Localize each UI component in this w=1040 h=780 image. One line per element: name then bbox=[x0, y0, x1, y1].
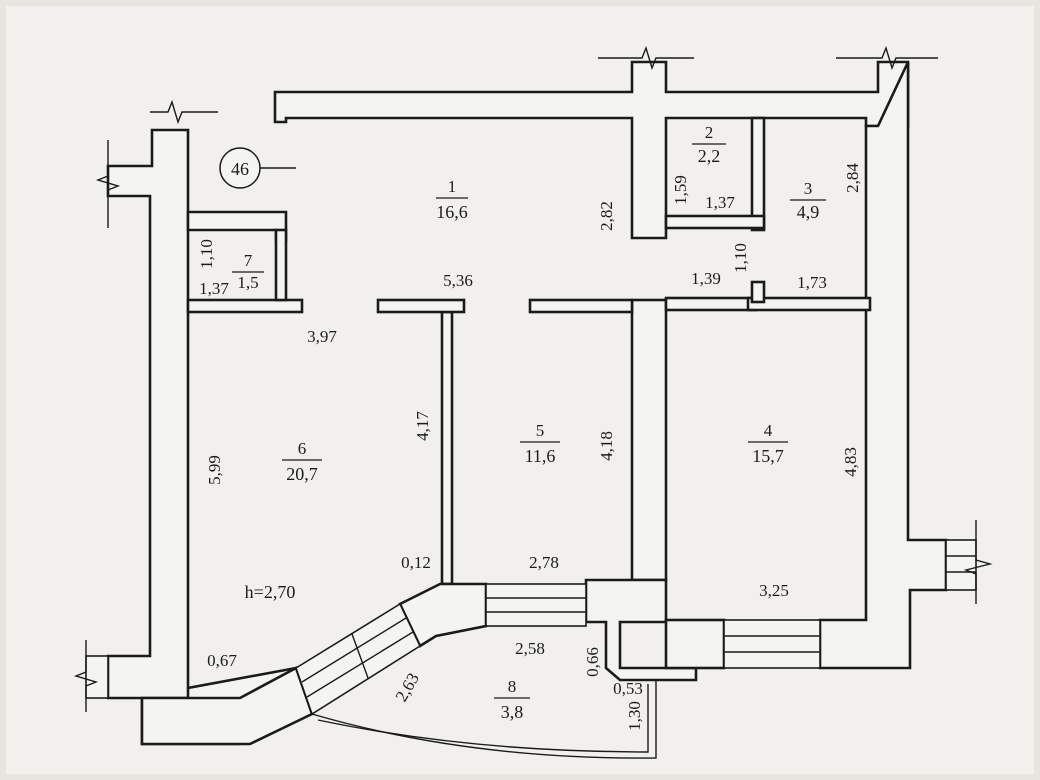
dim-balcony-width: 2,58 bbox=[515, 639, 545, 658]
break-mark-left bbox=[95, 140, 121, 228]
dim-balcony-corner: 0,67 bbox=[207, 651, 237, 670]
wall-r3-stub bbox=[750, 280, 766, 304]
wall-r2-r3 bbox=[750, 116, 766, 232]
dim-r6-width: 3,97 bbox=[307, 327, 337, 346]
room-8-area: 3,8 bbox=[501, 702, 524, 722]
dim-r3-width: 1,73 bbox=[797, 273, 827, 292]
room-3-number: 3 bbox=[804, 179, 813, 198]
room-6-area: 20,7 bbox=[286, 464, 318, 484]
ceiling-height-label: h=2,70 bbox=[245, 582, 296, 602]
apartment-number-marker: 46 bbox=[219, 147, 296, 189]
room-1-area: 16,6 bbox=[436, 202, 468, 222]
dim-wall-offset: 0,12 bbox=[401, 553, 431, 572]
room-3-area: 4,9 bbox=[797, 202, 820, 222]
wall-r6-r5 bbox=[440, 310, 454, 586]
wall-bottom-slant bbox=[140, 666, 314, 746]
dim-balcony-step: 0,66 bbox=[583, 647, 602, 677]
room-5-number: 5 bbox=[536, 421, 545, 440]
room-7-number: 7 bbox=[244, 251, 253, 270]
wall-r4-bottom-left bbox=[664, 618, 726, 670]
break-mark-top-right bbox=[836, 45, 938, 71]
room-7-label: 7 1,5 bbox=[232, 251, 264, 292]
wall-right bbox=[818, 61, 948, 670]
dim-r3-height: 2,84 bbox=[843, 163, 862, 193]
dim-r2-width: 1,37 bbox=[705, 193, 735, 212]
dim-r4-height: 4,83 bbox=[841, 447, 860, 477]
wall-r1-bottom-c bbox=[528, 298, 634, 314]
room-5-label: 5 11,6 bbox=[520, 421, 560, 466]
dim-r7-width: 1,37 bbox=[199, 279, 229, 298]
wall-r7-right bbox=[274, 228, 288, 302]
room-6-number: 6 bbox=[298, 439, 307, 458]
room-5-area: 11,6 bbox=[525, 446, 556, 466]
room-1-label: 1 16,6 bbox=[436, 177, 468, 222]
window-r4 bbox=[723, 619, 821, 669]
dim-r5-width: 2,78 bbox=[529, 553, 559, 572]
room-4-number: 4 bbox=[764, 421, 773, 440]
window-left-side bbox=[85, 655, 109, 699]
break-mark-top-mid bbox=[598, 45, 694, 71]
room-2-number: 2 bbox=[705, 123, 714, 142]
balcony-outline-inner bbox=[317, 684, 649, 753]
window-right-side bbox=[945, 539, 977, 591]
room-3-label: 3 4,9 bbox=[790, 179, 826, 222]
wall-r2-bottom bbox=[664, 214, 766, 230]
room-4-area: 15,7 bbox=[752, 446, 784, 466]
wall-r1-bottom-b bbox=[376, 298, 466, 314]
room-6-label: 6 20,7 bbox=[282, 439, 322, 484]
dim-r1-height: 2,82 bbox=[597, 201, 616, 231]
dim-r6-height: 5,99 bbox=[205, 455, 224, 485]
break-mark-left-bottom bbox=[73, 640, 99, 712]
dim-hall-height: 1,10 bbox=[731, 243, 750, 273]
wall-r4-top-a bbox=[664, 296, 758, 312]
wall-r5-r4 bbox=[630, 298, 668, 582]
room-7-area: 1,5 bbox=[237, 273, 258, 292]
wall-r5-bottom-right bbox=[584, 578, 698, 682]
dim-r5-height: 4,18 bbox=[597, 431, 616, 461]
room-8-number: 8 bbox=[508, 677, 517, 696]
room-8-label: 8 3,8 bbox=[494, 677, 530, 722]
dim-balcony-edge: 0,53 bbox=[613, 679, 643, 698]
window-balcony-slant bbox=[295, 602, 422, 716]
dim-r7-height: 1,10 bbox=[197, 239, 216, 269]
balcony-outline bbox=[311, 680, 657, 759]
dim-r2-height: 1,59 bbox=[671, 175, 690, 205]
dim-r6-partition: 4,17 bbox=[413, 411, 432, 441]
dim-balcony-depth: 1,30 bbox=[625, 701, 644, 731]
break-mark-top-left bbox=[150, 99, 218, 125]
dim-hall-width: 1,39 bbox=[691, 269, 721, 288]
apartment-number: 46 bbox=[231, 159, 249, 179]
wall-r1-bottom-a bbox=[186, 298, 304, 314]
dim-r4-width: 3,25 bbox=[759, 581, 789, 600]
window-r5 bbox=[485, 583, 587, 627]
dim-r1-width: 5,36 bbox=[443, 271, 473, 290]
room-2-label: 2 2,2 bbox=[692, 123, 726, 166]
wall-r4-top-b bbox=[746, 296, 872, 312]
room-1-number: 1 bbox=[448, 177, 457, 196]
room-2-area: 2,2 bbox=[698, 146, 721, 166]
break-mark-right bbox=[963, 520, 993, 604]
room-4-label: 4 15,7 bbox=[748, 421, 788, 466]
